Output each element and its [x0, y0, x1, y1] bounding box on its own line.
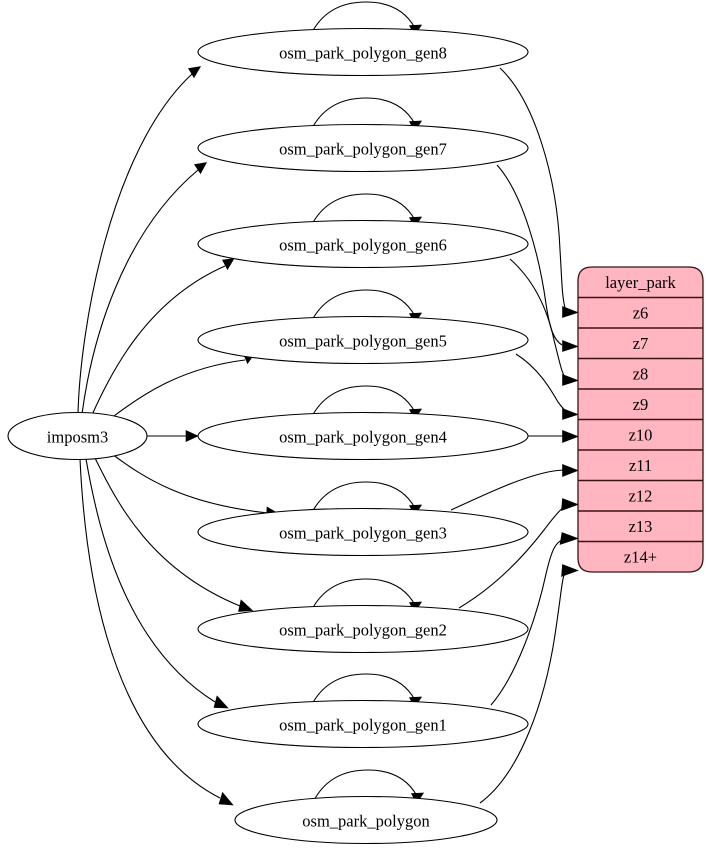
- table-row-z6[interactable]: z6: [578, 303, 703, 329]
- node-gen2[interactable]: osm_park_polygon_gen2: [197, 604, 529, 654]
- node-gen2-label: osm_park_polygon_gen2: [279, 621, 447, 640]
- table-row-z10[interactable]: z10: [578, 425, 703, 451]
- self-loop-group: [312, 1, 425, 805]
- edge-gen1-to-z13: [490, 532, 579, 706]
- table-row-z12-label: z12: [629, 486, 653, 505]
- node-gen1[interactable]: osm_park_polygon_gen1: [197, 699, 529, 749]
- edge-gen5-to-z9: [515, 353, 579, 420]
- node-gen1-label: osm_park_polygon_gen1: [279, 716, 447, 735]
- node-gen3-label: osm_park_polygon_gen3: [279, 524, 447, 543]
- table-row-z11[interactable]: z11: [578, 456, 703, 482]
- node-gen1-shape[interactable]: [197, 699, 529, 749]
- edge-imposm3-to-gen4: [147, 430, 199, 442]
- table-header-row[interactable]: layer_park: [578, 273, 703, 299]
- edge-imposm3-to-base: [79, 458, 234, 806]
- node-gen6-label: osm_park_polygon_gen6: [279, 236, 447, 255]
- node-gen8[interactable]: osm_park_polygon_gen8: [197, 27, 529, 77]
- edge-gen8-to-z6: [499, 67, 579, 318]
- table-row-z9[interactable]: z9: [578, 395, 703, 421]
- node-gen5-shape[interactable]: [197, 315, 529, 365]
- table-outline: [577, 266, 704, 573]
- table-row-z7[interactable]: z7: [578, 334, 703, 360]
- edge-imposm3-to-gen2: [94, 457, 254, 612]
- edge-imposm3-to-gen7: [81, 162, 208, 415]
- edge-group-source-to-nodes: [77, 66, 280, 806]
- node-gen7[interactable]: osm_park_polygon_gen7: [197, 123, 529, 173]
- edge-group-nodes-to-table: [450, 67, 579, 804]
- table-row-z10-label: z10: [629, 425, 653, 444]
- table-row-z13-label: z13: [629, 517, 653, 536]
- node-gen8-label: osm_park_polygon_gen8: [279, 44, 447, 63]
- node-base-shape[interactable]: [234, 795, 498, 845]
- table-row-z8[interactable]: z8: [578, 364, 703, 390]
- table-row-z9-label: z9: [633, 395, 649, 414]
- node-gen3-shape[interactable]: [197, 507, 529, 557]
- table-row-z14plus[interactable]: z14+: [624, 547, 657, 566]
- edge-gen3-to-z11: [450, 464, 579, 511]
- edge-imposm3-to-gen8: [77, 66, 202, 415]
- table-row-z11-label: z11: [629, 456, 652, 475]
- node-gen7-shape[interactable]: [197, 123, 529, 173]
- node-imposm3-shape[interactable]: [7, 411, 148, 461]
- edge-imposm3-to-gen3: [111, 453, 280, 520]
- node-imposm3[interactable]: imposm3: [7, 411, 148, 461]
- node-base-label: osm_park_polygon: [302, 812, 429, 831]
- edge-base-to-z14p: [479, 564, 579, 804]
- edge-gen4-to-z10: [528, 430, 579, 443]
- node-gen7-label: osm_park_polygon_gen7: [279, 140, 447, 159]
- edge-gen2-to-z12: [458, 498, 579, 609]
- node-gen5[interactable]: osm_park_polygon_gen5: [197, 315, 529, 365]
- node-gen2-shape[interactable]: [197, 604, 529, 654]
- edge-gen6-to-z8: [509, 258, 579, 386]
- table-row-z7-label: z7: [633, 334, 649, 353]
- node-gen5-label: osm_park_polygon_gen5: [279, 332, 447, 351]
- table-header-label: layer_park: [605, 273, 676, 292]
- table-row-z12[interactable]: z12: [578, 486, 703, 512]
- node-gen8-shape[interactable]: [197, 27, 529, 77]
- table-row-z14plus-label: z14+: [624, 547, 657, 566]
- table-row-z6-label: z6: [633, 303, 649, 322]
- edge-gen7-to-z7: [496, 164, 579, 352]
- table-row-z13[interactable]: z13: [578, 517, 703, 543]
- table-layer-park[interactable]: layer_park z6 z7 z8 z9: [577, 266, 704, 573]
- node-gen4[interactable]: osm_park_polygon_gen4: [197, 411, 529, 461]
- table-row-z8-label: z8: [633, 364, 649, 383]
- node-gen3[interactable]: osm_park_polygon_gen3: [197, 507, 529, 557]
- edge-imposm3-to-gen5: [109, 352, 256, 420]
- node-gen4-shape[interactable]: [197, 411, 529, 461]
- node-gen6-shape[interactable]: [197, 219, 529, 269]
- node-gen4-label: osm_park_polygon_gen4: [279, 428, 447, 447]
- edge-imposm3-to-gen6: [91, 258, 235, 416]
- edge-imposm3-to-gen1: [85, 458, 229, 709]
- node-base[interactable]: osm_park_polygon: [234, 795, 498, 845]
- node-imposm3-label: imposm3: [47, 428, 108, 447]
- node-gen6[interactable]: osm_park_polygon_gen6: [197, 219, 529, 269]
